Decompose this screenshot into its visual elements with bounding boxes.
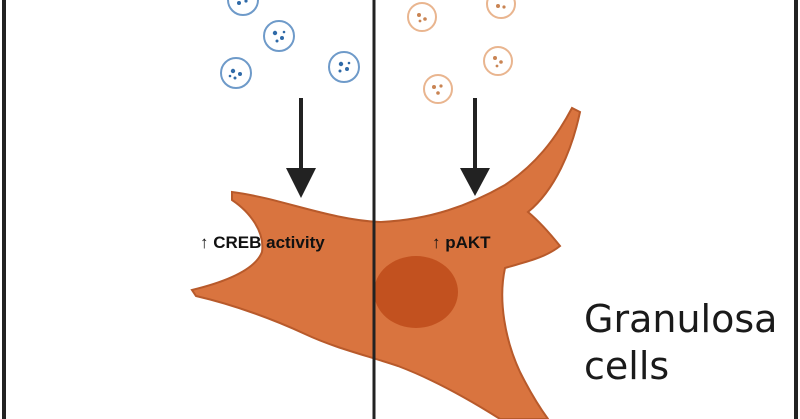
down-arrow-icon bbox=[460, 98, 490, 196]
caption-line-1: Granulosa bbox=[584, 297, 778, 341]
blue-vesicle-icon bbox=[263, 20, 295, 52]
caption-line-2: cells bbox=[584, 344, 670, 388]
orange-vesicle-icon bbox=[407, 2, 437, 32]
cell-nucleus bbox=[374, 256, 458, 328]
blue-vesicle-icon bbox=[220, 57, 252, 89]
pakt-label: ↑ pAKT bbox=[432, 233, 491, 252]
granulosa-cells-caption: Granulosa cells bbox=[584, 296, 794, 390]
orange-vesicle-icon bbox=[483, 46, 513, 76]
orange-vesicle-group bbox=[407, 0, 516, 104]
orange-vesicle-icon bbox=[486, 0, 516, 19]
down-arrow-icon bbox=[286, 98, 316, 198]
orange-vesicle-icon bbox=[423, 74, 453, 104]
granulosa-cell-body bbox=[190, 106, 582, 419]
blue-vesicle-icon bbox=[328, 51, 360, 83]
creb-activity-label: ↑ CREB activity bbox=[200, 233, 325, 252]
blue-vesicle-icon bbox=[227, 0, 259, 16]
blue-vesicle-group bbox=[220, 0, 360, 89]
